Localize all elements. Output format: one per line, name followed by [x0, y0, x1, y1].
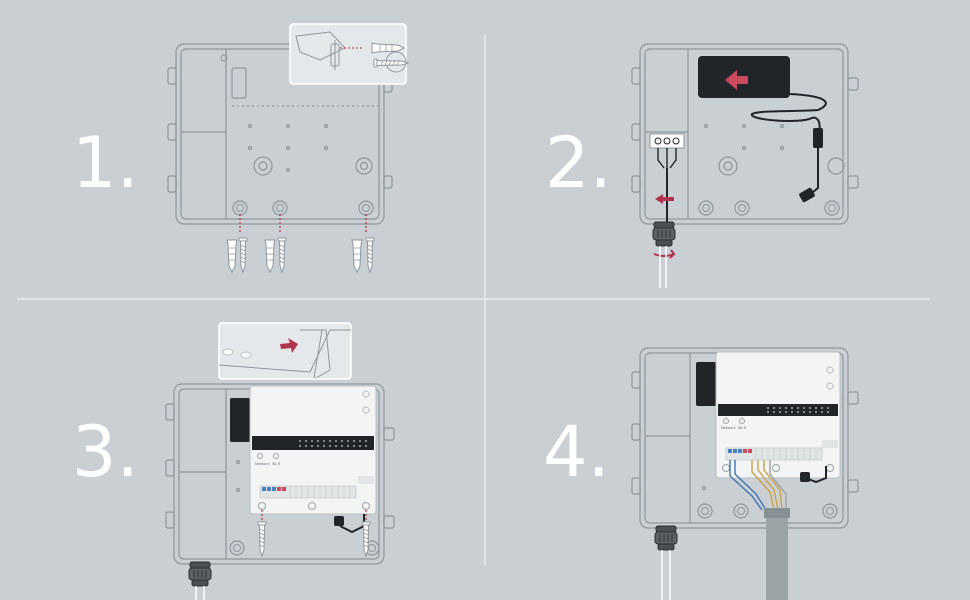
arrow-right-icon: [280, 338, 298, 353]
step-2-panel: 2.: [545, 43, 859, 288]
network-label-3: Network: [255, 462, 271, 466]
alignment-guides-1: [239, 214, 367, 232]
conduit: [764, 508, 790, 600]
network-label-4: Network: [721, 426, 737, 430]
step-3-label: 3.: [72, 411, 139, 493]
power-adapter: [698, 56, 790, 98]
wifi-label-4: Wi-Fi: [738, 426, 746, 430]
rotate-arrow-icon: [653, 249, 676, 259]
enclosure-2: [631, 43, 859, 225]
field-wires: [729, 460, 787, 511]
step-1-label: 1.: [72, 122, 139, 204]
power-cable: [750, 93, 827, 197]
enclosure-3: [165, 383, 395, 565]
step-1-panel: 1.: [72, 23, 409, 273]
wifi-label-3: Wi-Fi: [272, 462, 280, 466]
terminal-block-2: [649, 133, 685, 224]
power-cable-3: [339, 514, 365, 534]
wall-anchors-and-screws: [226, 237, 375, 273]
arrow-left-icon: [725, 70, 748, 90]
step-3-panel: 3. Network: [72, 322, 395, 600]
step-4-label: 4.: [543, 411, 610, 493]
controller-board-4: Network Wi-Fi: [715, 351, 841, 479]
arrow-left-icon: [655, 194, 674, 204]
controller-board-3: Network Wi-Fi: [249, 385, 377, 515]
step-4-panel: 4. Network: [543, 347, 859, 600]
inset-wall-mount-detail: [289, 23, 409, 85]
step-2-label: 2.: [545, 122, 612, 204]
inset-slide-board-detail: [218, 322, 352, 380]
